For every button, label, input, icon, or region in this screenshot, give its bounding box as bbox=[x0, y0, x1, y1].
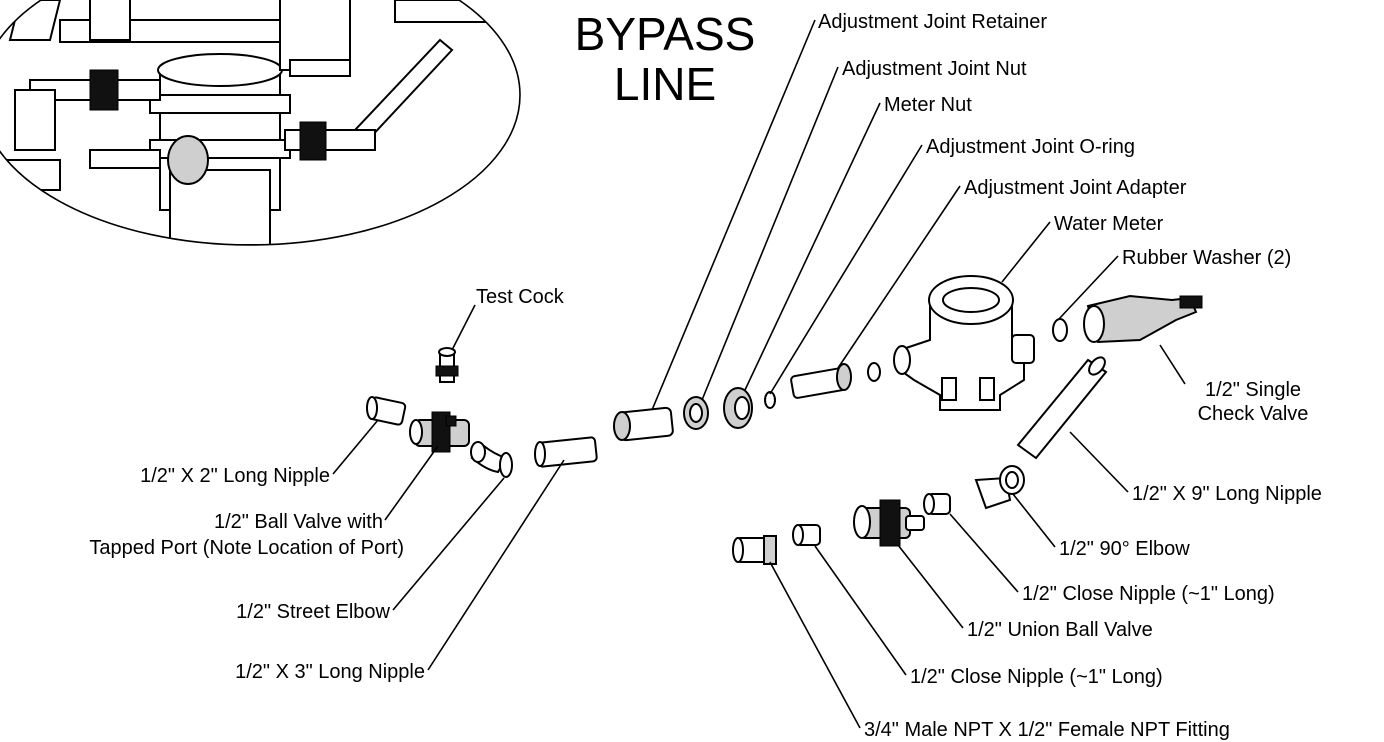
part-close-nipple-a bbox=[923, 493, 951, 515]
label-water-meter: Water Meter bbox=[1054, 213, 1164, 235]
diagram-title-line-1: BYPASS bbox=[575, 8, 756, 60]
label-rubber-washer: Rubber Washer (2) bbox=[1122, 247, 1291, 269]
leader-lines bbox=[332, 19, 1186, 729]
label-single-check-valve-line-2: Check Valve bbox=[1198, 403, 1309, 425]
label-close-nipple-b: 1/2" Close Nipple (~1" Long) bbox=[910, 666, 1163, 688]
label-single-check-valve-line-1: 1/2" Single bbox=[1205, 379, 1301, 401]
part-single-check-valve bbox=[1083, 294, 1203, 344]
label-nipple-2in: 1/2" X 2" Long Nipple bbox=[140, 465, 330, 487]
part-nipple-9in bbox=[1016, 356, 1108, 460]
part-meter-nut bbox=[723, 387, 753, 429]
part-adjustment-joint-nut bbox=[683, 396, 709, 430]
label-elbow-90: 1/2" 90° Elbow bbox=[1059, 538, 1190, 560]
label-ball-valve-line-2: Tapped Port (Note Location of Port) bbox=[89, 537, 404, 559]
diagram-title-line-2: LINE bbox=[614, 58, 716, 110]
part-nipple-3in bbox=[534, 436, 598, 468]
label-meter-nut: Meter Nut bbox=[884, 94, 972, 116]
label-adjustment-joint-adapter: Adjustment Joint Adapter bbox=[964, 177, 1187, 199]
part-water-meter bbox=[893, 275, 1035, 411]
part-street-elbow bbox=[470, 441, 513, 478]
label-ball-valve-line-1: 1/2" Ball Valve with bbox=[214, 511, 383, 533]
label-nipple-3in: 1/2" X 3" Long Nipple bbox=[235, 661, 425, 683]
part-close-nipple-b bbox=[792, 524, 821, 546]
part-union-ball-valve bbox=[853, 499, 925, 547]
label-union-ball-valve: 1/2" Union Ball Valve bbox=[967, 619, 1153, 641]
part-nipple-2in bbox=[366, 396, 407, 426]
part-elbow-90 bbox=[974, 465, 1025, 510]
label-nipple-9in: 1/2" X 9" Long Nipple bbox=[1132, 483, 1322, 505]
label-adjustment-joint-oring: Adjustment Joint O-ring bbox=[926, 136, 1135, 158]
part-test-cock bbox=[435, 347, 459, 383]
part-npt-fitting bbox=[732, 535, 777, 565]
part-adjustment-joint-adapter bbox=[790, 362, 881, 399]
part-adjustment-joint-retainer bbox=[613, 406, 674, 442]
label-street-elbow: 1/2" Street Elbow bbox=[236, 601, 390, 623]
label-close-nipple-a: 1/2" Close Nipple (~1" Long) bbox=[1022, 583, 1275, 605]
label-npt-fitting: 3/4" Male NPT X 1/2" Female NPT Fitting bbox=[864, 719, 1230, 741]
label-adjustment-joint-retainer: Adjustment Joint Retainer bbox=[818, 11, 1047, 33]
part-adjustment-joint-oring bbox=[764, 391, 776, 409]
part-ball-valve bbox=[409, 411, 470, 453]
inset-detail-view bbox=[0, 0, 521, 246]
label-adjustment-joint-nut: Adjustment Joint Nut bbox=[842, 58, 1027, 80]
label-test-cock: Test Cock bbox=[476, 286, 565, 308]
part-rubber-washer bbox=[1052, 318, 1068, 342]
